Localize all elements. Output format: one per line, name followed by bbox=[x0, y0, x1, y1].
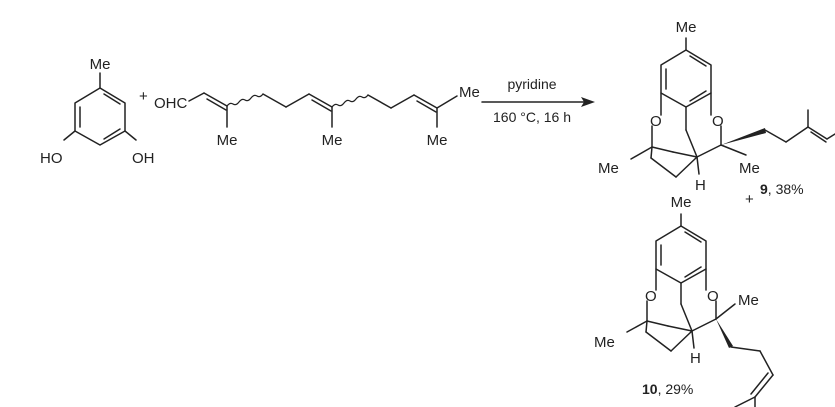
product-9-oxygen-right: O bbox=[712, 113, 724, 130]
reactant-farnesal: OHC Me Me Me Me bbox=[154, 84, 480, 149]
reaction-arrow bbox=[481, 97, 595, 107]
product-10-methyl-left: Me bbox=[594, 334, 615, 351]
product-10-structure bbox=[626, 213, 774, 407]
methyl-label-3: Me bbox=[459, 84, 480, 101]
aldehyde-label: OHC bbox=[154, 95, 188, 112]
orcinol-methyl-label: Me bbox=[90, 56, 111, 73]
product-10-methyl-right: Me bbox=[738, 292, 759, 309]
product-9-hydrogen: H bbox=[695, 177, 706, 194]
product-10-methyl-top: Me bbox=[671, 194, 692, 211]
product-10-hydrogen: H bbox=[690, 350, 701, 367]
product-9-structure bbox=[630, 37, 835, 178]
reagent-label: pyridine bbox=[507, 76, 556, 92]
methyl-label-1: Me bbox=[217, 132, 238, 149]
product-9-oxygen-left: O bbox=[650, 113, 662, 130]
product-9-methyl-left: Me bbox=[598, 160, 619, 177]
product-9-yield: , 38% bbox=[768, 181, 804, 197]
product-10-oxygen-right: O bbox=[707, 288, 719, 305]
temperature-time-label: 160 °C, 16 h bbox=[493, 109, 571, 125]
plus-sign-1: + bbox=[139, 88, 148, 105]
product-9-methyl-top: Me bbox=[676, 19, 697, 36]
product-9-number: 9 bbox=[760, 181, 768, 197]
methyl-label-2: Me bbox=[322, 132, 343, 149]
product-10-number: 10 bbox=[642, 381, 658, 397]
methyl-label-4: Me bbox=[427, 132, 448, 149]
product-10-yield: , 29% bbox=[658, 381, 694, 397]
orcinol-hydroxyl-left: HO bbox=[40, 150, 63, 167]
product-9-caption: 9, 38% bbox=[760, 181, 804, 197]
product-10-caption: 10, 29% bbox=[642, 381, 693, 397]
product-9-methyl-right: Me bbox=[739, 160, 760, 177]
plus-sign-2: + bbox=[745, 191, 754, 208]
reactant-orcinol: Me HO OH bbox=[40, 56, 155, 167]
product-10-oxygen-left: O bbox=[645, 288, 657, 305]
orcinol-hydroxyl-right: OH bbox=[132, 150, 155, 167]
